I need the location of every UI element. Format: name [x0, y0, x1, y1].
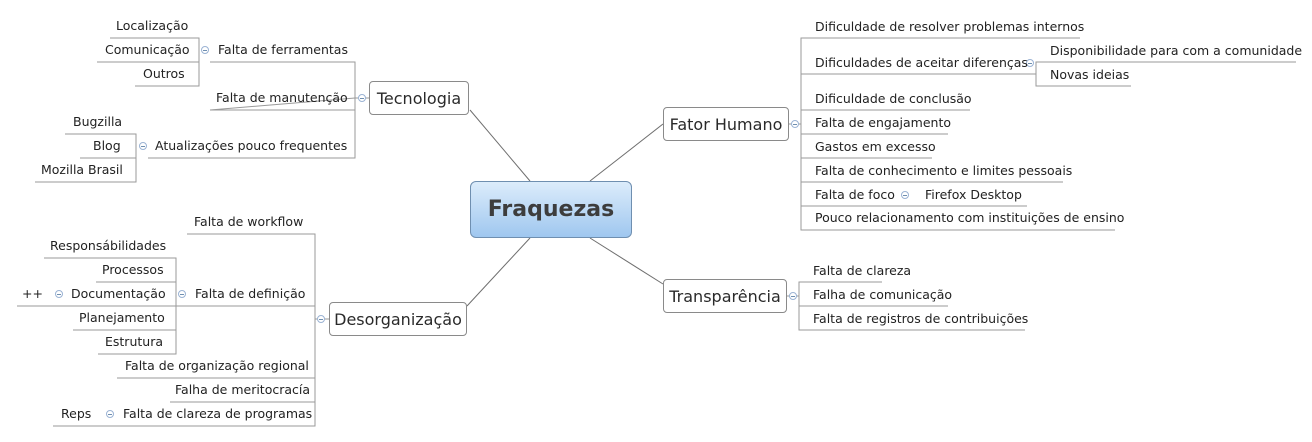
collapse-toggle-icon[interactable]	[789, 292, 797, 300]
node-aceitar-diferencas[interactable]: Dificuldades de aceitar diferenças	[815, 55, 1028, 70]
node-falta-workflow[interactable]: Falta de workflow	[194, 214, 304, 229]
node-responsabilidades[interactable]: Responsábilidades	[50, 238, 167, 253]
node-plusplus[interactable]: ++	[22, 286, 43, 301]
node-clareza-programas[interactable]: Falta de clareza de programas	[123, 406, 313, 421]
node-relacionamento[interactable]: Pouco relacionamento com instituições de…	[815, 210, 1125, 225]
collapse-toggle-icon[interactable]	[201, 46, 209, 54]
collapse-toggle-icon[interactable]	[1026, 59, 1034, 67]
node-foco[interactable]: Falta de foco	[815, 187, 895, 202]
node-firefox[interactable]: Firefox Desktop	[925, 187, 1022, 202]
node-disponibilidade[interactable]: Disponibilidade para com a comunidade	[1050, 43, 1303, 58]
topic-transparencia[interactable]: Transparência	[663, 279, 787, 313]
collapse-toggle-icon[interactable]	[317, 315, 325, 323]
node-mozilla-brasil[interactable]: Mozilla Brasil	[41, 162, 123, 177]
node-planejamento[interactable]: Planejamento	[79, 310, 165, 325]
node-falta-manutencao[interactable]: Falta de manutenção	[216, 90, 348, 105]
node-conclusao[interactable]: Dificuldade de conclusão	[815, 91, 972, 106]
collapse-toggle-icon[interactable]	[106, 410, 114, 418]
collapse-toggle-icon[interactable]	[791, 120, 799, 128]
node-falta-definicao[interactable]: Falta de definição	[195, 286, 306, 301]
node-comunicacao[interactable]: Comunicação	[105, 42, 190, 57]
node-org-regional[interactable]: Falta de organização regional	[125, 358, 309, 373]
collapse-toggle-icon[interactable]	[358, 94, 366, 102]
node-clareza[interactable]: Falta de clareza	[813, 263, 912, 278]
node-localizacao[interactable]: Localização	[116, 18, 189, 33]
node-documentacao[interactable]: Documentação	[71, 286, 166, 301]
node-gastos[interactable]: Gastos em excesso	[815, 139, 936, 154]
node-atualizacoes[interactable]: Atualizações pouco frequentes	[155, 138, 348, 153]
node-problemas-internos[interactable]: Dificuldade de resolver problemas intern…	[815, 19, 1085, 34]
node-engajamento[interactable]: Falta de engajamento	[815, 115, 951, 130]
node-processos[interactable]: Processos	[102, 262, 164, 277]
node-outros[interactable]: Outros	[143, 66, 185, 81]
collapse-toggle-icon[interactable]	[178, 290, 186, 298]
node-bugzilla[interactable]: Bugzilla	[73, 114, 123, 129]
collapse-toggle-icon[interactable]	[901, 191, 909, 199]
node-reps[interactable]: Reps	[61, 406, 92, 421]
topic-fator-humano[interactable]: Fator Humano	[663, 107, 789, 141]
node-registros[interactable]: Falta de registros de contribuições	[813, 311, 1029, 326]
node-comunicacao-transp[interactable]: Falha de comunicação	[813, 287, 953, 302]
collapse-toggle-icon[interactable]	[55, 290, 63, 298]
node-estrutura[interactable]: Estrutura	[105, 334, 163, 349]
topic-desorganizacao[interactable]: Desorganização	[329, 302, 467, 336]
node-novas-ideias[interactable]: Novas ideias	[1050, 67, 1130, 82]
node-falta-ferramentas[interactable]: Falta de ferramentas	[218, 42, 348, 57]
node-meritocracia[interactable]: Falha de meritocracía	[175, 382, 311, 397]
central-topic[interactable]: Fraquezas	[470, 181, 632, 238]
node-conhecimento[interactable]: Falta de conhecimento e limites pessoais	[815, 163, 1073, 178]
collapse-toggle-icon[interactable]	[139, 142, 147, 150]
node-blog[interactable]: Blog	[93, 138, 121, 153]
topic-tecnologia[interactable]: Tecnologia	[369, 81, 469, 115]
